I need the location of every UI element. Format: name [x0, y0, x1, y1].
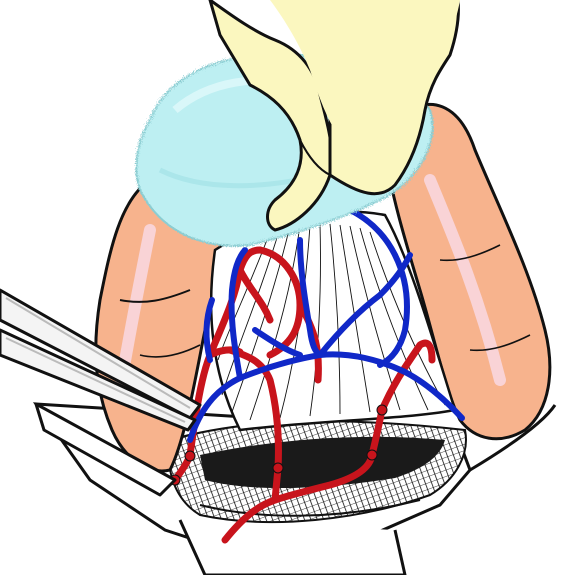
- surgeon-glove: [208, 0, 460, 232]
- right-bowel-loop: [383, 102, 552, 441]
- forceps-instrument: [0, 288, 202, 432]
- venous-arcade: [187, 207, 465, 443]
- retractor-blade: [34, 402, 177, 497]
- incision-edge: [167, 420, 467, 524]
